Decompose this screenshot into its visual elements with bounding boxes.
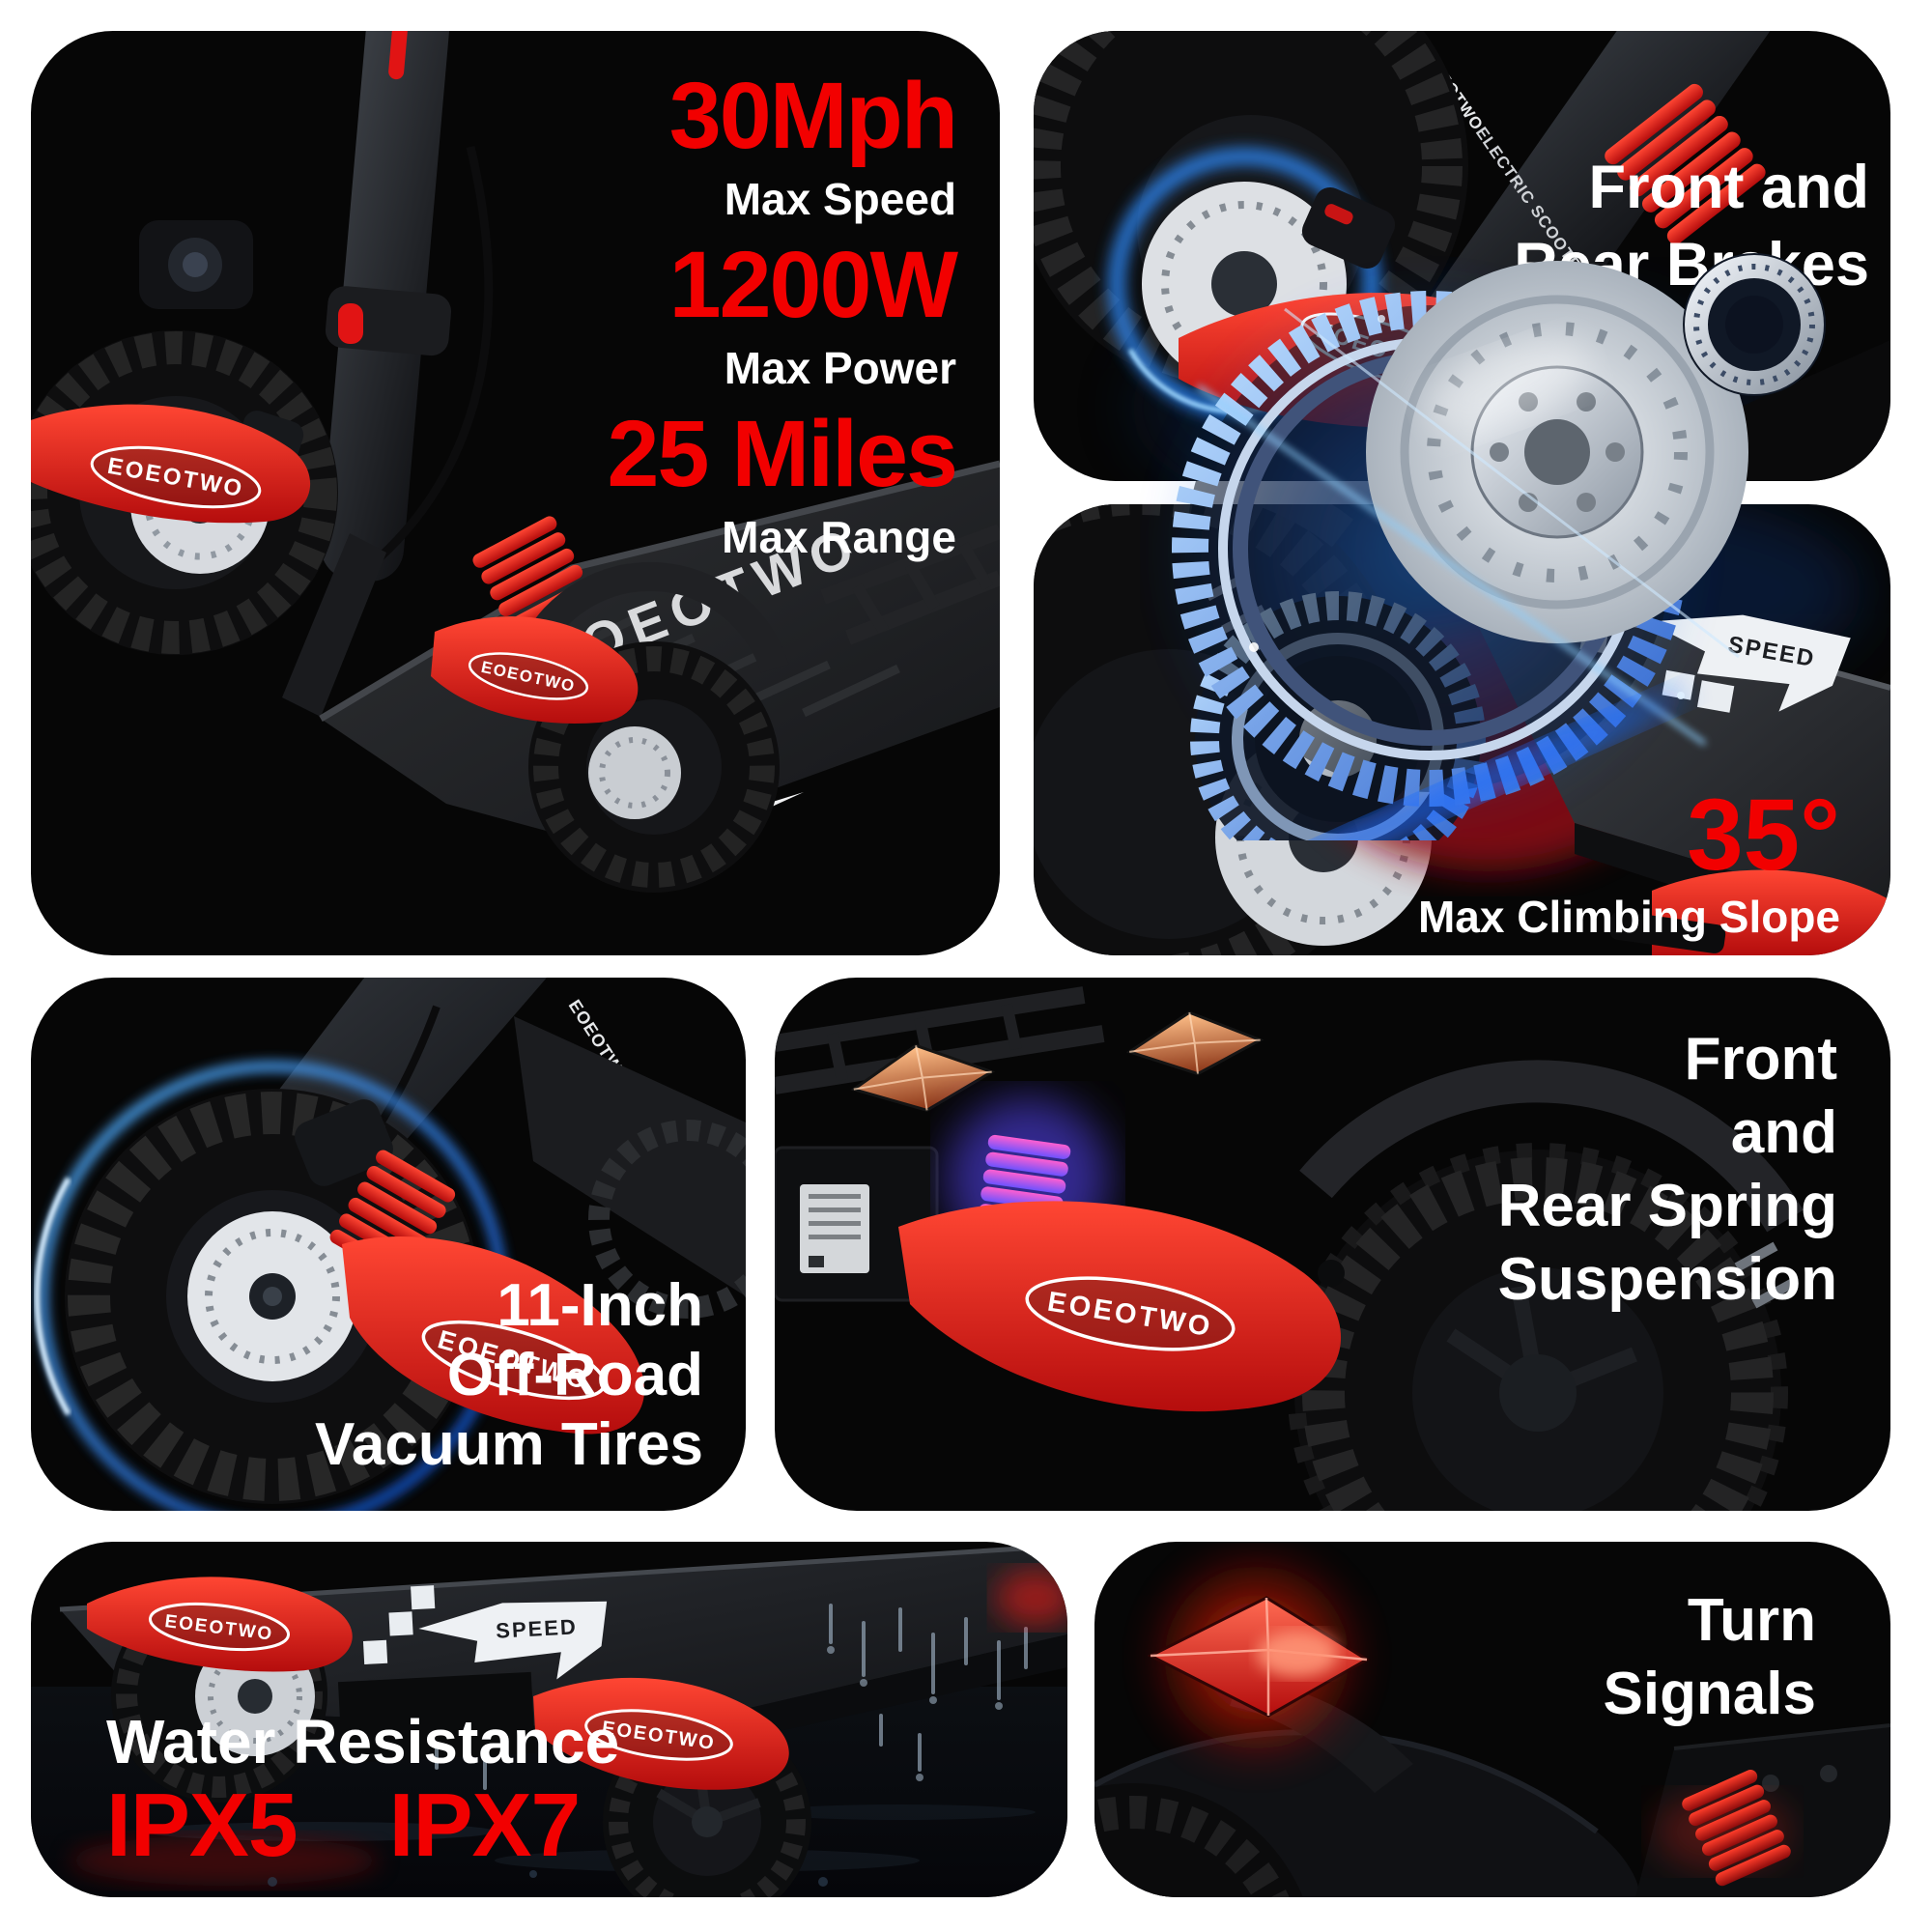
- panel-specs: EOEOTWO EOEOTWO: [31, 31, 1000, 955]
- suspension-title-line2: and: [1730, 1099, 1837, 1166]
- stem: [139, 31, 494, 717]
- deck-speed-graphic: SPEED: [362, 1585, 608, 1680]
- suspension-title-line4: Suspension: [1497, 1246, 1837, 1313]
- panel-tires: EOEOTWO ELECTRIC SCOOTER: [31, 978, 746, 1511]
- brakes-title: Front and Rear Brakes: [1514, 149, 1869, 303]
- rear-fender: [1299, 1060, 1804, 1233]
- water-rating-ipx5: IPX5: [106, 1775, 298, 1875]
- brake-cable: [366, 145, 494, 571]
- battery-box: [775, 1146, 939, 1302]
- water-photo: SPEED EOEOTWO: [31, 1543, 1067, 1897]
- suspension-title: Front and Rear Spring Suspension: [1498, 1023, 1837, 1317]
- deck: [514, 1016, 746, 1319]
- water-droplets: [435, 1604, 1028, 1790]
- signals-title-line2: Signals: [1603, 1661, 1816, 1727]
- max-range-value: 25 Miles: [607, 401, 958, 506]
- rear-swingarm: [431, 616, 639, 724]
- panel-climbing: SPEED 35° Max Climbing Slope: [1034, 504, 1890, 955]
- tires-title-line1: 11-Inch: [497, 1272, 703, 1339]
- climbing-block: 35° Max Climbing Slope: [1417, 779, 1840, 942]
- water-rating-ipx7: IPX7: [388, 1775, 582, 1875]
- brakes-title-line2: Rear Brakes: [1514, 231, 1869, 298]
- fender-and-wheel: [1288, 1060, 1804, 1511]
- panel-water: SPEED EOEOTWO: [31, 1542, 1067, 1897]
- suspension-title-line3: Rear Spring: [1497, 1173, 1837, 1239]
- turn-signal-photo: [1094, 1544, 1890, 1897]
- tail-light-glow: [995, 1569, 1067, 1627]
- suspension-title-line1: Front: [1684, 1026, 1837, 1093]
- max-speed-value: 30Mph: [668, 63, 958, 168]
- rear-fender: [520, 561, 789, 673]
- water-block: Water Resistance IPX5 IPX7: [106, 1707, 619, 1873]
- front-swingarm: EOEOTWO: [31, 404, 311, 524]
- front-swingarm: EOEOTWO: [342, 1236, 645, 1435]
- brake-caliper: [295, 1099, 393, 1186]
- brakes-title-line1: Front and: [1588, 154, 1869, 221]
- water-ratings: IPX5 IPX7: [106, 1776, 619, 1873]
- spec-label-sticker: [800, 1184, 869, 1273]
- tire-photo: EOEOTWO ELECTRIC SCOOTER: [34, 978, 746, 1511]
- rear-tire: [1094, 1783, 1303, 1897]
- signals-title: Turn Signals: [1603, 1584, 1816, 1731]
- droplet-beads: [827, 1646, 1003, 1781]
- climbing-label: Max Climbing Slope: [1417, 892, 1840, 942]
- left-swingarm: EOEOTWO: [87, 1577, 353, 1672]
- climbing-value: 35°: [1687, 779, 1840, 892]
- front-spring: [1605, 83, 1766, 244]
- max-power-value: 1200W: [668, 232, 958, 337]
- specs-stats: 30Mph Max Speed 1200W Max Power 25 Miles…: [607, 63, 958, 575]
- max-power-label: Max Power: [724, 343, 956, 393]
- turn-signal-left: [850, 1043, 996, 1112]
- speed-label: SPEED: [496, 1614, 579, 1642]
- panel-brakes: EOEOTWO ELECTRIC SCOOTER: [1034, 31, 1890, 481]
- signals-title-line1: Turn: [1687, 1587, 1816, 1654]
- tires-title-line3: Vacuum Tires: [314, 1411, 703, 1478]
- max-range-label: Max Range: [722, 512, 956, 562]
- panel-signals: Turn Signals: [1094, 1542, 1890, 1897]
- rear-spring: [1682, 1770, 1791, 1887]
- right-swingarm: EOEOTWO: [533, 1677, 789, 1790]
- rear-rack: [820, 524, 1000, 645]
- tires-title: 11-Inch Off-Road Vacuum Tires: [315, 1271, 703, 1480]
- suspension-photo: EOEOTWO: [775, 986, 1804, 1511]
- rear-swingarm: EOEOTWO: [898, 1201, 1345, 1412]
- water-title: Water Resistance: [106, 1707, 620, 1776]
- panel-suspension: EOEOTWO Front and Rear Spring Suspension: [775, 978, 1890, 1511]
- brake-caliper: [1301, 186, 1396, 270]
- scooter-overview-photo: EOEOTWO EOEOTWO: [31, 31, 1000, 893]
- tires-title-line2: Off-Road: [446, 1342, 703, 1408]
- rear-wheel-assembly: EOEOTWO: [431, 516, 789, 893]
- turn-signal-lamp: [1147, 1596, 1370, 1718]
- turn-signal-right: [1125, 1010, 1264, 1076]
- max-speed-label: Max Speed: [724, 174, 956, 224]
